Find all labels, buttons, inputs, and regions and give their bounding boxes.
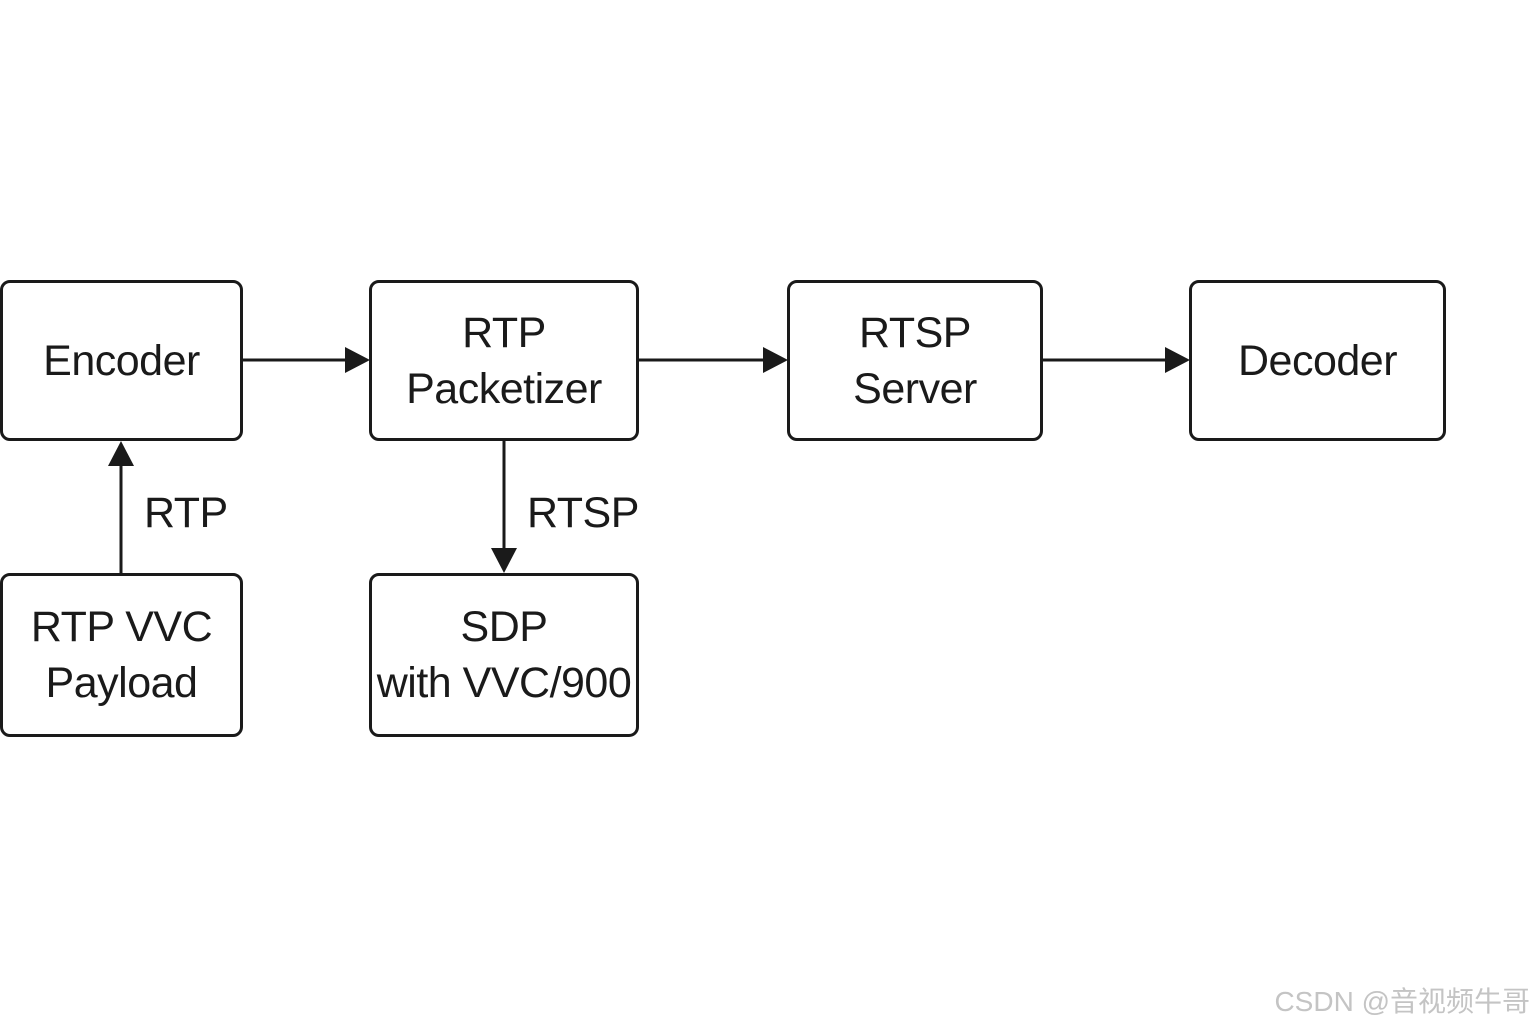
arrow-payload-to-encoder [108, 441, 134, 574]
arrow-packetizer-to-rtsp-server [639, 347, 788, 373]
encoder-box: Encoder [0, 280, 243, 441]
arrow-packetizer-to-sdp [491, 440, 517, 573]
decoder-label: Decoder [1237, 336, 1398, 385]
arrow-encoder-to-packetizer [243, 347, 370, 373]
rtsp-server-label-line2: Server [853, 364, 977, 413]
edge-label-rtsp: RTSP [527, 489, 639, 537]
rtp-vvc-payload-label-line2: Payload [45, 659, 198, 707]
rtsp-server-label-line1: RTSP [859, 308, 971, 357]
arrow-rtsp-server-to-decoder [1043, 347, 1190, 373]
decoder-box: Decoder [1189, 280, 1446, 441]
rtp-packetizer-box: RTP Packetizer [369, 280, 639, 441]
sdp-label-line2: with VVC/900 [376, 659, 632, 707]
rtp-vvc-payload-label-line1: RTP VVC [30, 603, 213, 651]
edge-label-rtp: RTP [144, 489, 228, 537]
sdp-label-line1: SDP [460, 603, 548, 651]
encoder-label: Encoder [43, 336, 200, 385]
rtp-vvc-payload-box: RTP VVC Payload [0, 573, 243, 737]
sdp-box: SDP with VVC/900 [369, 573, 639, 737]
rtp-packetizer-label-line1: RTP [462, 308, 546, 357]
rtp-packetizer-label-line2: Packetizer [406, 364, 602, 413]
watermark-text: CSDN @音视频牛哥 [1274, 986, 1530, 1017]
rtsp-server-box: RTSP Server [787, 280, 1043, 441]
